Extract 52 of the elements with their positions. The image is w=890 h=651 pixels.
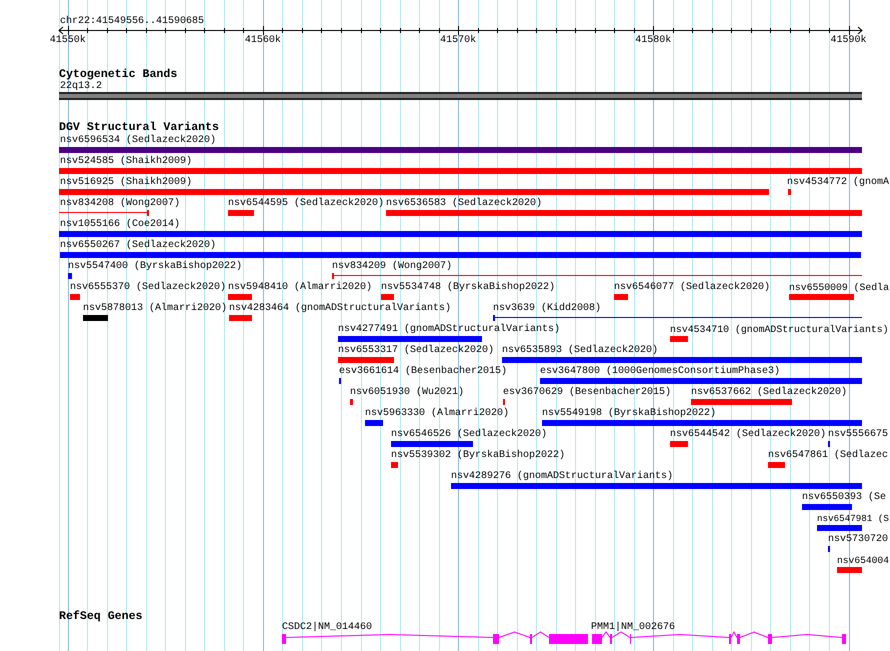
variant-label: nsv5549198 (ByrskaBishop2022) [542, 408, 716, 419]
variant-label: esv3661614 (Besenbacher2015) [339, 366, 508, 377]
variant-label: nsv5730720 [828, 534, 888, 545]
variant-label: nsv6550009 (Sedla [789, 282, 889, 293]
coordinate-range-label: chr22:41549556..41590685 [60, 16, 204, 27]
variant-label: nsv4283464 (gnomADStructuralVariants) [229, 303, 452, 314]
variant-label: esv3647800 (1000GenomesConsortiumPhase3) [540, 366, 780, 377]
variant-label: nsv5539302 (ByrskaBishop2022) [391, 450, 566, 461]
variant-label: nsv834209 (Wong2007) [332, 261, 452, 272]
variant-label: nsv834208 (Wong2007) [60, 198, 180, 209]
variant-label: nsv4534710 (gnomADStructuralVariants) [670, 324, 889, 335]
variant-label: nsv524585 (Shaikh2009) [60, 156, 192, 167]
variant-label: nsv5878013 (Almarri2020) [83, 303, 228, 314]
variant-label: nsv5948410 (Almarri2020) [228, 282, 372, 293]
tick-label: 41590k [830, 35, 867, 46]
variant-label: nsv4289276 (gnomADStructuralVariants) [451, 471, 674, 482]
track-title: Cytogenetic Bands [59, 68, 178, 80]
variant-label: nsv6546526 (Sedlazeck2020) [391, 429, 548, 440]
variant-label: nsv4534772 (gnomA [787, 177, 890, 188]
variant-label: nsv6536583 (Sedlazeck2020) [386, 198, 542, 209]
variant-label: nsv6550267 (Sedlazeck2020) [60, 240, 216, 251]
band-label: 22q13.2 [60, 81, 102, 92]
variant-label: nsv5534748 (ByrskaBishop2022) [381, 282, 556, 293]
variant-label: nsv6555370 (Sedlazeck2020) [70, 282, 226, 293]
variant-label: nsv6546077 (Sedlazeck2020) [614, 282, 770, 293]
tick-label: 41570k [440, 35, 476, 46]
variant-label: nsv6544542 (Sedlazeck2020) [670, 429, 826, 440]
tick-label: 41550k [50, 35, 86, 46]
variant-label: nsv6596534 (Sedlazeck2020) [60, 135, 216, 146]
variant-label: nsv6550393 (Se [802, 492, 886, 503]
variant-label: nsv6535893 (Sedlazeck2020) [502, 345, 658, 356]
track-title: DGV Structural Variants [59, 121, 220, 134]
track-title: RefSeq Genes [59, 610, 142, 622]
variant-label: nsv1055166 (Coe2014) [60, 219, 180, 230]
variant-label: nsv3639 (Kidd2008) [493, 303, 602, 314]
gene-label: PMM1|NM_002676 [591, 622, 676, 633]
variant-label: nsv6547981 (S [817, 513, 889, 524]
variant-label: nsv516925 (Shaikh2009) [60, 177, 192, 188]
variant-label: nsv6553317 (Sedlazeck2020) [338, 345, 494, 356]
variant-label: nsv4277491 (gnomADStructuralVariants) [338, 324, 560, 335]
variant-label: nsv6537662 (Sedlazeck2020) [691, 387, 848, 398]
gene-label: CSDC2|NM_014460 [282, 622, 372, 633]
variant-label: nsv6547861 (Sedlazec [768, 450, 888, 461]
tick-label: 41580k [635, 35, 672, 46]
variant-label: nsv6051930 (Wu2021) [350, 387, 464, 398]
tick-label: 41560k [244, 35, 281, 46]
variant-label: nsv6544595 (Sedlazeck2020) [228, 198, 384, 209]
variant-label: nsv5547400 (ByrskaBishop2022) [68, 261, 242, 272]
variant-label: nsv5556675 [828, 429, 888, 440]
variant-label: nsv654004 [837, 555, 889, 566]
variant-label: esv3670629 (Besenbacher2015) [503, 387, 672, 398]
variant-label: nsv5963330 (Almarri2020) [365, 408, 510, 419]
